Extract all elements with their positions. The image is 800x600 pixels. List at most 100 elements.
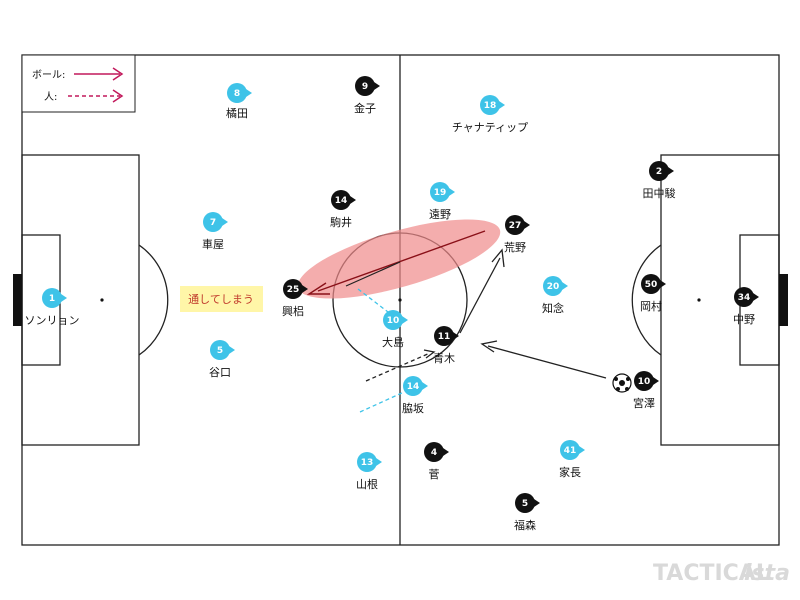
legend: ボール: 人: — [21, 54, 136, 113]
player-away-4: 11 青木 — [433, 326, 459, 365]
player-away-0: 9金子 — [354, 76, 380, 115]
player-marker — [505, 215, 525, 235]
player-number: 7 — [210, 218, 216, 228]
run-aoki-head — [423, 349, 436, 359]
player-direction-icon — [246, 89, 252, 97]
player-home-0: 1 ソンリョン — [25, 288, 80, 327]
player-name: 岡村 — [640, 299, 662, 313]
player-name: 橘田 — [226, 107, 248, 120]
player-name: 遠野 — [429, 208, 451, 221]
player-direction-icon — [302, 285, 308, 293]
player-marker — [227, 83, 247, 103]
player-direction-icon — [579, 446, 585, 454]
player-marker — [42, 288, 62, 308]
right-goal — [779, 274, 788, 326]
arrow-aoki-to-arano — [459, 257, 501, 334]
player-number: 18 — [484, 101, 497, 111]
legend-person-label: 人: — [44, 91, 57, 103]
legend-box — [21, 54, 136, 113]
player-name: 知念 — [542, 301, 564, 315]
center-spot — [398, 298, 402, 302]
player-away-9: 34 中野 — [733, 287, 759, 326]
player-number: 14 — [335, 196, 348, 206]
player-home-3: 5 谷口 — [209, 340, 235, 379]
player-name: 山根 — [356, 477, 378, 491]
right-penalty-arc — [631, 244, 662, 356]
player-name: 大島 — [382, 335, 404, 349]
run-wakizaka — [359, 391, 405, 413]
player-direction-icon — [376, 458, 382, 466]
player-marker — [430, 182, 450, 202]
player-marker — [383, 310, 403, 330]
player-away-3: 27 荒野 — [504, 215, 530, 254]
player-number: 1 — [49, 294, 55, 304]
players: 1ソンリョン8橘田7車屋5谷口18チャナティップ19遠野10大島14脇坂13山根… — [25, 76, 759, 532]
left-goal — [13, 274, 22, 326]
player-name: ソンリョン — [25, 314, 80, 327]
player-name: 谷口 — [209, 366, 231, 379]
player-home-5: 19 遠野 — [429, 182, 455, 221]
player-number: 34 — [738, 293, 751, 303]
player-away-6: 5福森 — [514, 493, 540, 532]
pass-arrow-head — [306, 282, 330, 295]
player-away-2: 25 興梠 — [282, 279, 308, 318]
player-name: 宮澤 — [633, 396, 655, 410]
player-name: 駒井 — [330, 215, 352, 229]
player-number: 19 — [434, 188, 447, 198]
arrow-miyazawa-to-aoki — [487, 345, 607, 379]
player-marker — [515, 493, 535, 513]
player-direction-icon — [753, 293, 759, 301]
player-name: 興梠 — [282, 304, 304, 318]
player-name: 脇坂 — [402, 402, 424, 415]
player-number: 5 — [217, 346, 223, 356]
player-direction-icon — [229, 346, 235, 354]
watermark: TACTICAL ista — [653, 561, 790, 586]
left-penalty-arc — [138, 244, 169, 356]
pass-line-left — [345, 261, 401, 287]
arrow-miyazawa-to-aoki-head — [480, 340, 498, 353]
player-number: 5 — [522, 499, 528, 509]
player-name: 青木 — [433, 352, 455, 365]
player-direction-icon — [499, 101, 505, 109]
player-number: 11 — [438, 332, 451, 342]
player-direction-icon — [668, 167, 674, 175]
player-number: 14 — [407, 382, 420, 392]
note: 通してしまう — [180, 286, 263, 312]
player-number: 25 — [287, 285, 300, 295]
player-direction-icon — [374, 82, 380, 90]
left-penalty-area — [21, 154, 140, 446]
player-direction-icon — [524, 221, 530, 229]
player-direction-icon — [453, 332, 459, 340]
legend-person-arrowhead — [112, 89, 124, 103]
player-home-2: 7車屋 — [202, 212, 228, 251]
player-marker — [283, 279, 303, 299]
player-name: 家長 — [559, 465, 581, 479]
player-name: 荒野 — [504, 241, 526, 254]
player-away-5: 4菅 — [424, 442, 449, 481]
legend-ball-arrowhead — [112, 67, 124, 81]
right-penalty-spot — [697, 298, 701, 302]
player-name: 中野 — [733, 313, 755, 326]
player-direction-icon — [660, 280, 666, 288]
player-number: 27 — [509, 221, 522, 231]
pass-lane-highlight — [297, 219, 501, 299]
movement-arrows — [306, 230, 607, 413]
player-marker — [434, 326, 454, 346]
player-direction-icon — [443, 448, 449, 456]
legend-ball-label: ボール: — [32, 69, 65, 81]
player-marker — [649, 161, 669, 181]
player-number: 9 — [362, 82, 368, 92]
player-number: 4 — [431, 448, 437, 458]
player-marker — [355, 76, 375, 96]
player-away-1: 14 駒井 — [330, 190, 356, 229]
player-direction-icon — [653, 377, 659, 385]
player-marker — [734, 287, 754, 307]
